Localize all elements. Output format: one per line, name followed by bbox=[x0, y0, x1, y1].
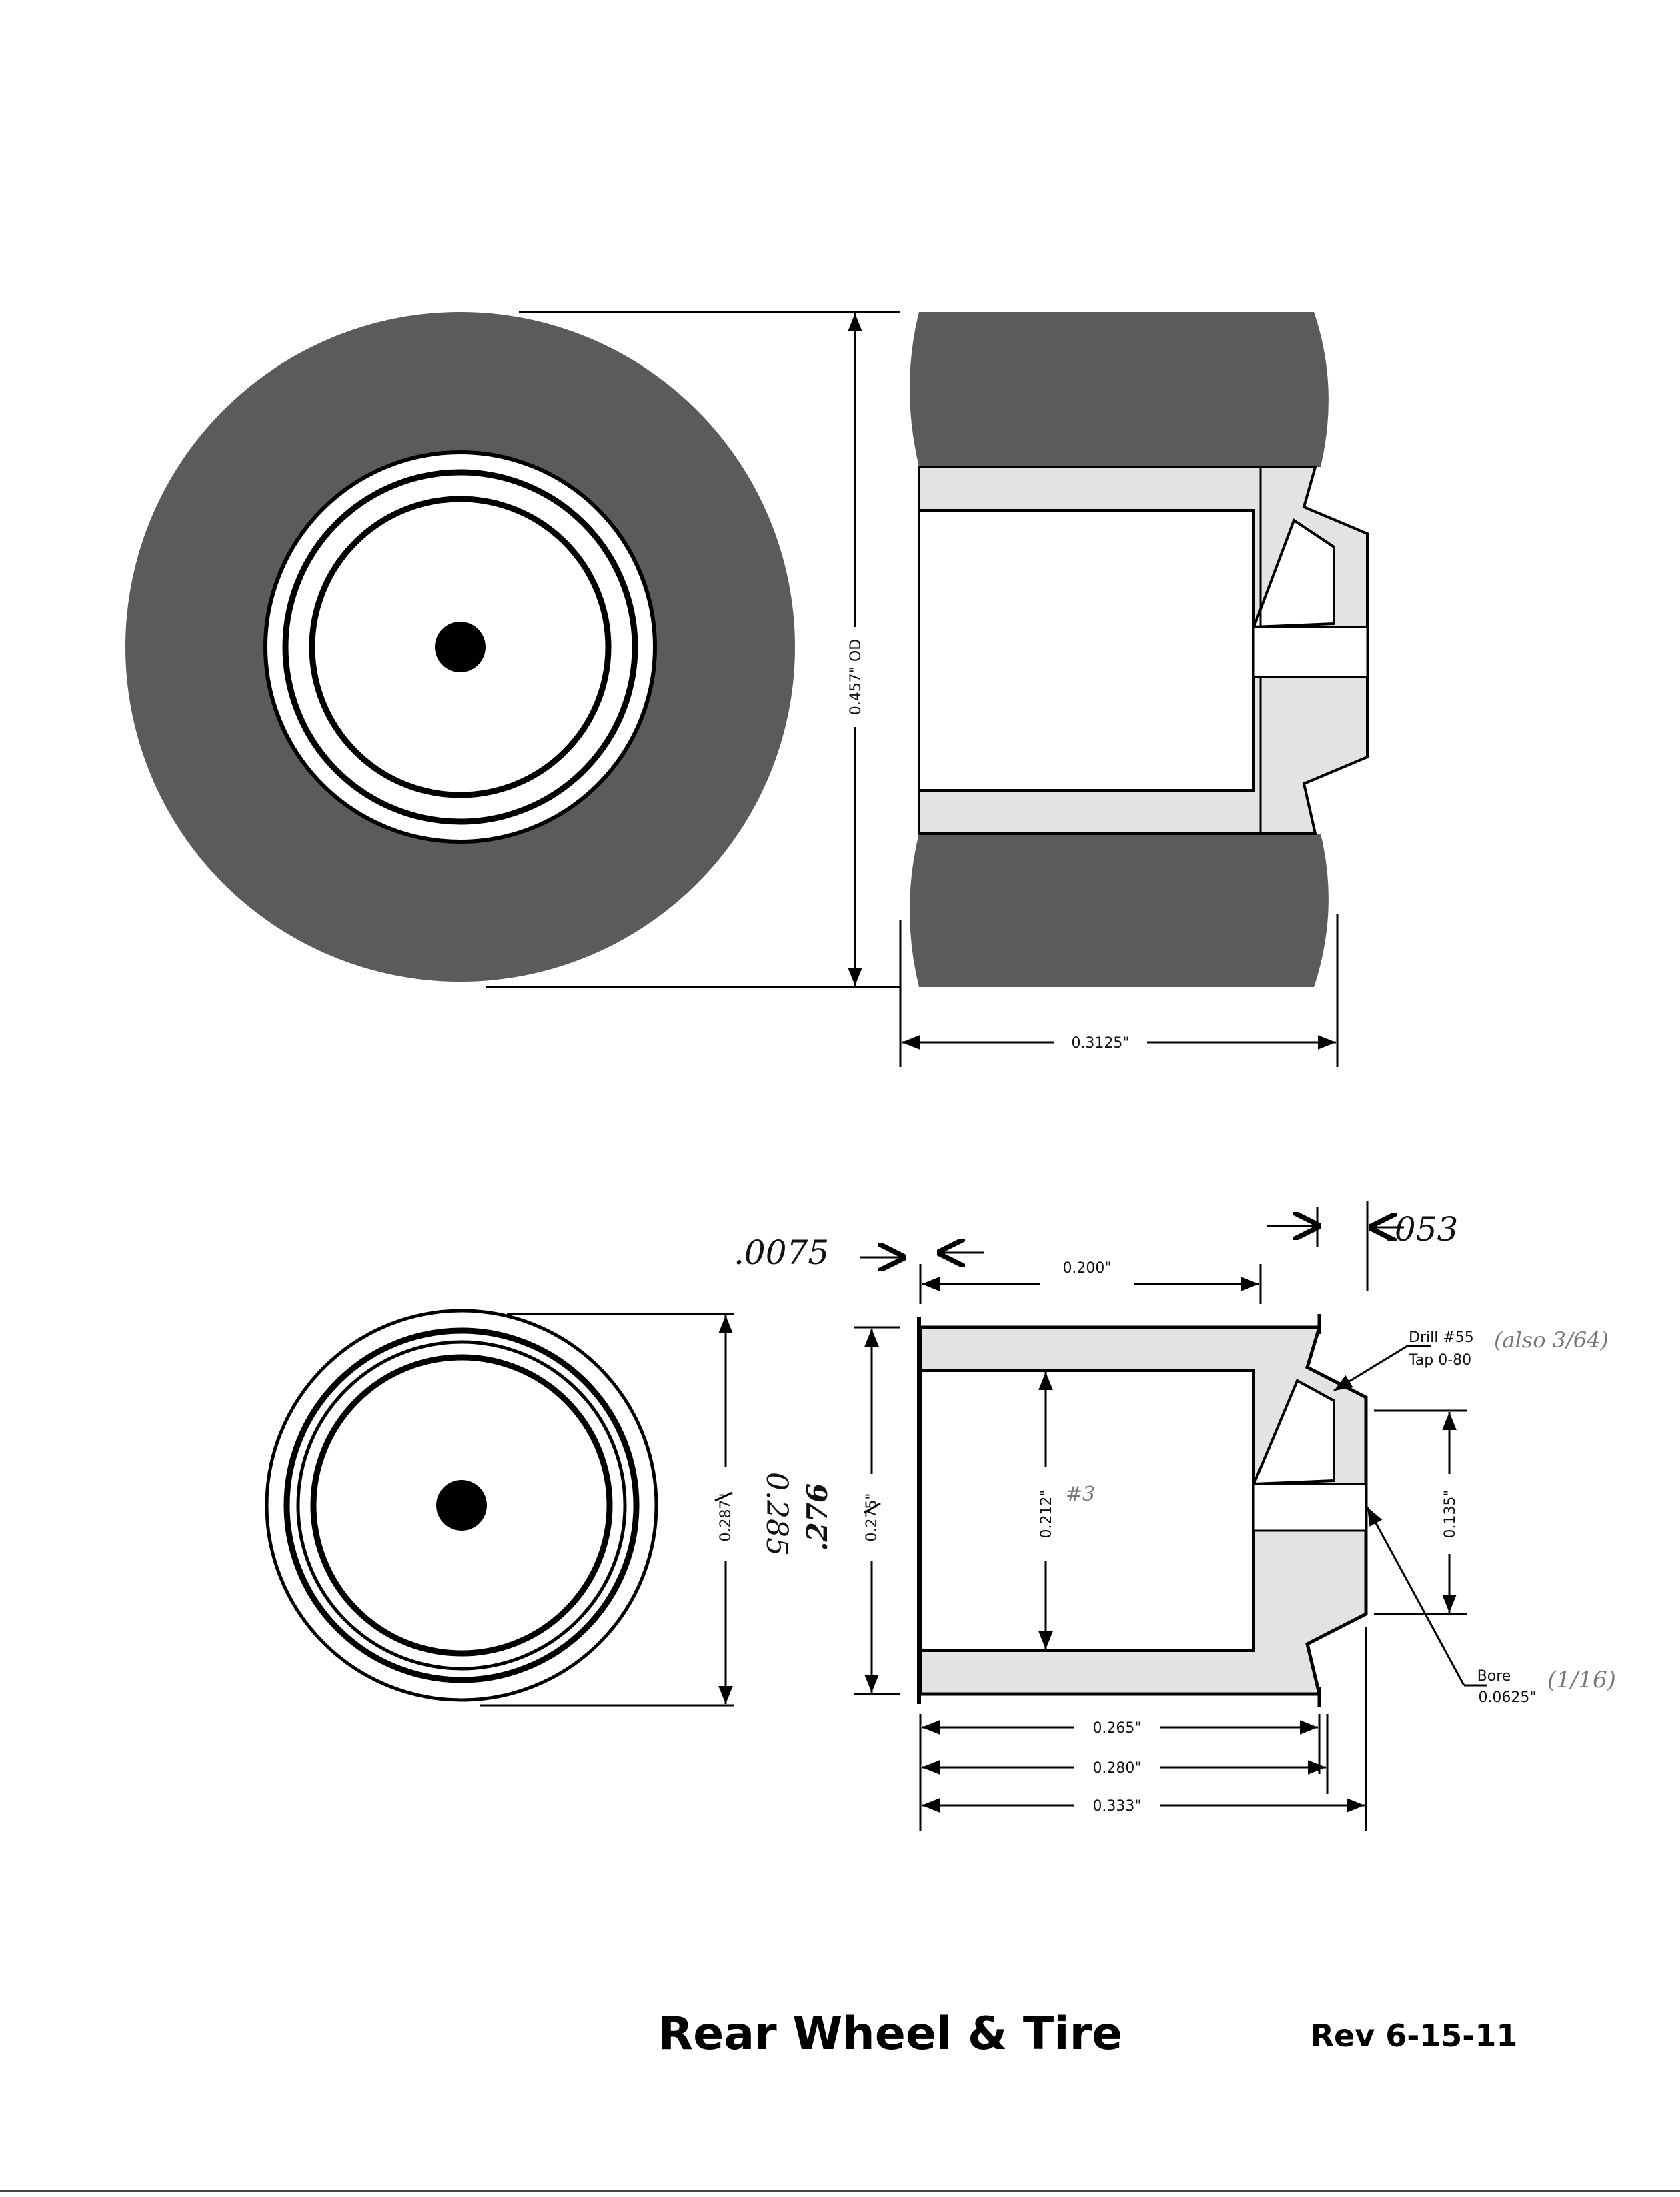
lower-front-view bbox=[265, 1309, 658, 1702]
bore-line1: Bore bbox=[1477, 1668, 1511, 1685]
drill-note: Drill #55 Tap 0-80 (also 3/64) bbox=[1333, 1327, 1609, 1392]
bore-cavity bbox=[918, 509, 1255, 792]
bore-line2: 0.0625" bbox=[1478, 1689, 1536, 1706]
hub-height-label: 0.135" bbox=[1442, 1489, 1459, 1538]
width-label: 0.3125" bbox=[1071, 1035, 1129, 1052]
axle-hole-lower bbox=[436, 1480, 487, 1531]
w1-label: 0.265" bbox=[1092, 1720, 1141, 1737]
lower-bottom-dimensions: 0.265" 0.280" 0.333" bbox=[919, 1627, 1367, 1831]
lower-bore-height-dimension: 0.212" #3 bbox=[1038, 1372, 1095, 1649]
bore-slot-lower bbox=[1252, 1483, 1367, 1532]
upper-width-dimension: 0.3125" bbox=[899, 914, 1339, 1067]
revision-label: Rev 6-15-11 bbox=[1311, 2018, 1518, 2054]
axle-hole bbox=[435, 622, 486, 672]
gap-right-label: .053 bbox=[1384, 1210, 1458, 1249]
bore-fraction: (1/16) bbox=[1547, 1667, 1616, 1693]
tire-bottom-section bbox=[910, 834, 1329, 987]
bore-cavity-lower bbox=[919, 1369, 1255, 1652]
upper-side-view bbox=[910, 312, 1369, 987]
lower-od-dimension: 0.287" 0.285 bbox=[480, 1313, 794, 1707]
lower-side-view bbox=[917, 1314, 1368, 1707]
chamfer-groove-lower bbox=[1251, 1379, 1335, 1486]
od-label: 0.457" OD bbox=[848, 639, 864, 715]
od-printed: 0.287" bbox=[718, 1493, 734, 1541]
top-width-label: 0.200" bbox=[1062, 1260, 1111, 1277]
od-correction: 0.285 bbox=[760, 1472, 794, 1556]
handwritten-gap-right: .053 bbox=[1267, 1201, 1458, 1291]
rim-printed: 0.275" bbox=[864, 1493, 880, 1541]
gap-left-label: .0075 bbox=[734, 1233, 829, 1272]
bore-slot bbox=[1252, 626, 1369, 678]
lower-rim-dimension: 0.275" .276 bbox=[801, 1326, 900, 1695]
lower-hub-height-dimension: 0.135" bbox=[1374, 1409, 1467, 1615]
bore-mark: #3 bbox=[1066, 1483, 1095, 1506]
chamfer-groove-top bbox=[1252, 518, 1335, 629]
bore-note: Bore 0.0625" (1/16) bbox=[1366, 1507, 1616, 1706]
tire-top-section bbox=[910, 312, 1329, 467]
lower-top-width-dimension: 0.200" bbox=[919, 1260, 1262, 1304]
upper-front-view bbox=[125, 312, 795, 982]
also-note: (also 3/64) bbox=[1494, 1327, 1609, 1353]
handwritten-gap-left: .0075 bbox=[734, 1233, 984, 1272]
upper-od-dimension: 0.457" OD bbox=[486, 311, 900, 988]
drill-line1: Drill #55 bbox=[1409, 1329, 1474, 1346]
drawing-title: Rear Wheel & Tire bbox=[658, 2008, 1123, 2060]
w2-label: 0.280" bbox=[1092, 1760, 1141, 1777]
drill-line2: Tap 0-80 bbox=[1408, 1352, 1471, 1369]
w3-label: 0.333" bbox=[1092, 1798, 1141, 1815]
bore-height-label: 0.212" bbox=[1038, 1489, 1055, 1538]
rim-correction: .276 bbox=[801, 1483, 834, 1551]
